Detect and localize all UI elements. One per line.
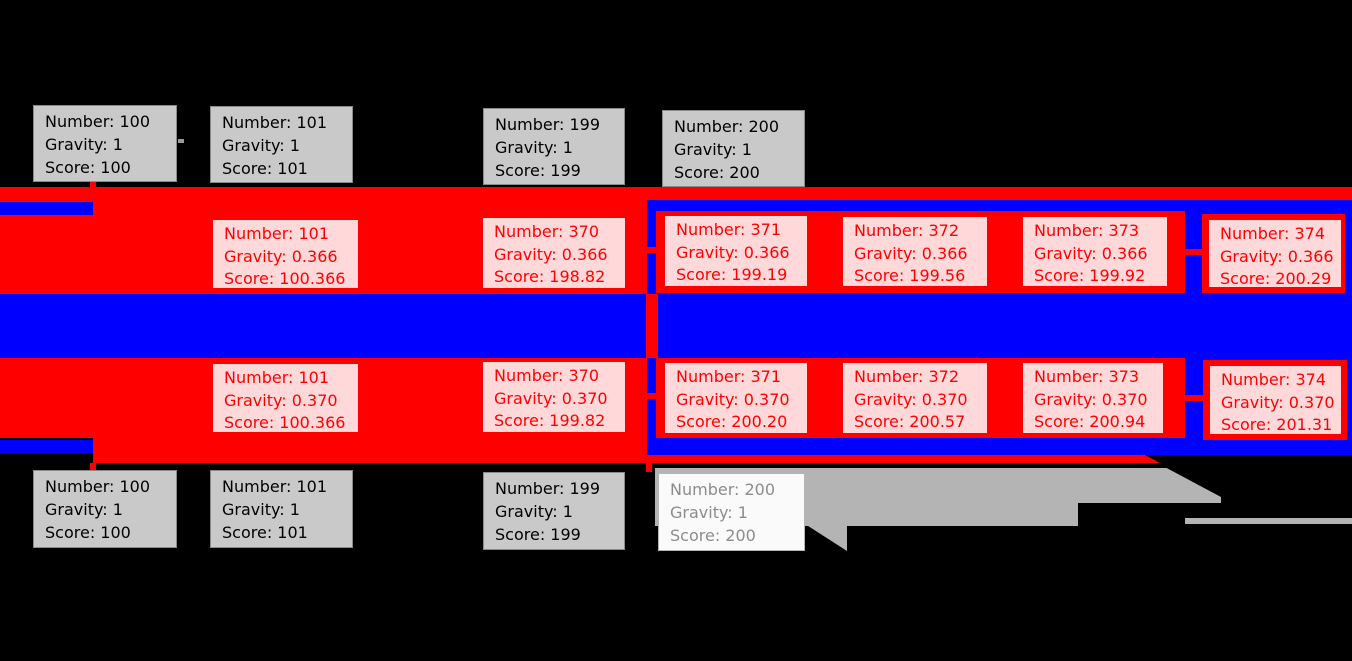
node-gravity: Gravity: 1 (222, 136, 300, 155)
node-number: Number: 101 (224, 224, 330, 243)
node-score: Score: 101 (222, 523, 308, 542)
node-gravity: Gravity: 0.366 (224, 246, 338, 266)
red-dash-g366-370-371 (645, 247, 660, 253)
blue-band-middle (0, 294, 647, 358)
node-number: Number: 100 (45, 112, 151, 131)
node-number: Number: 372 (854, 221, 960, 240)
node-g366-371: Number: 371 Gravity: 0.366 Score: 199.19 (665, 216, 807, 286)
node-number: Number: 371 (676, 367, 782, 386)
node-g366-370: Number: 370 Gravity: 0.366 Score: 198.82 (483, 218, 625, 288)
node-score: Score: 199 (495, 525, 581, 544)
node-g370-371: Number: 371 Gravity: 0.370 Score: 200.20 (665, 363, 807, 433)
node-top-100: Number: 100 Gravity: 1 Score: 100 (33, 105, 177, 182)
node-gravity: Gravity: 0.366 (676, 242, 790, 262)
node-score: Score: 100.366 (224, 413, 346, 432)
node-gravity: Gravity: 0.366 (1220, 246, 1334, 266)
node-score: Score: 198.82 (494, 267, 606, 286)
node-number: Number: 101 (222, 113, 328, 132)
node-bottom-199: Number: 199 Gravity: 1 Score: 199 (483, 472, 625, 550)
node-bottom-200: Number: 200 Gravity: 1 Score: 200 (658, 473, 805, 551)
node-gravity: Gravity: 1 (495, 502, 573, 521)
node-score: Score: 101 (222, 159, 308, 178)
node-number: Number: 370 (494, 366, 600, 385)
node-number: Number: 200 (670, 480, 776, 499)
node-g370-101: Number: 101 Gravity: 0.370 Score: 100.36… (213, 364, 358, 432)
red-tick-bottom-box100 (90, 463, 96, 471)
node-gravity: Gravity: 1 (670, 503, 748, 522)
node-gravity: Gravity: 0.370 (494, 388, 608, 408)
blue-strip-bottom-left (0, 440, 93, 453)
red-tick-top-box100 (90, 176, 96, 189)
node-number: Number: 199 (495, 479, 601, 498)
blue-strip-top-left (0, 202, 93, 215)
node-top-199: Number: 199 Gravity: 1 Score: 199 (483, 108, 625, 185)
node-gravity: Gravity: 0.366 (494, 244, 608, 264)
node-gravity: Gravity: 0.366 (854, 243, 968, 263)
node-top-200: Number: 200 Gravity: 1 Score: 200 (662, 110, 805, 187)
node-g370-374: Number: 374 Gravity: 0.370 Score: 201.31 (1210, 366, 1341, 434)
node-number: Number: 370 (494, 222, 600, 241)
node-score: Score: 200.94 (1034, 412, 1146, 431)
node-score: Score: 200.20 (676, 412, 788, 431)
node-top-101: Number: 101 Gravity: 1 Score: 101 (210, 106, 353, 183)
node-g370-370: Number: 370 Gravity: 0.370 Score: 199.82 (483, 362, 625, 432)
node-score: Score: 201.31 (1221, 415, 1333, 434)
red-lane-g370-left (0, 358, 93, 438)
node-gravity: Gravity: 0.370 (1221, 392, 1335, 412)
node-score: Score: 100 (45, 523, 131, 542)
node-gravity: Gravity: 1 (45, 135, 123, 154)
node-score: Score: 200 (670, 526, 756, 545)
gray-ribbon-tail (805, 524, 847, 551)
red-tick-bottom-mid (646, 463, 652, 472)
node-score: Score: 199.56 (854, 266, 966, 285)
node-number: Number: 373 (1034, 221, 1140, 240)
red-band-bottom (93, 455, 1160, 463)
node-score: Score: 199 (495, 161, 581, 180)
node-gravity: Gravity: 0.370 (676, 389, 790, 409)
node-g366-373: Number: 373 Gravity: 0.366 Score: 199.92 (1023, 217, 1167, 286)
node-g366-372: Number: 372 Gravity: 0.366 Score: 199.56 (843, 217, 987, 286)
node-score: Score: 200.29 (1220, 269, 1332, 287)
red-dash-g366-373-374 (1185, 249, 1202, 255)
node-gravity: Gravity: 0.370 (224, 390, 338, 410)
node-number: Number: 101 (222, 477, 328, 496)
node-score: Score: 199.82 (494, 411, 606, 430)
node-score: Score: 100 (45, 158, 131, 177)
node-gravity: Gravity: 1 (674, 140, 752, 159)
node-bottom-100: Number: 100 Gravity: 1 Score: 100 (33, 470, 177, 548)
node-number: Number: 374 (1220, 224, 1326, 243)
node-g366-101: Number: 101 Gravity: 0.366 Score: 100.36… (213, 220, 358, 288)
gray-dash-top-100-101 (178, 139, 184, 143)
node-number: Number: 200 (674, 117, 780, 136)
node-score: Score: 200.57 (854, 412, 966, 431)
node-gravity: Gravity: 1 (495, 138, 573, 157)
node-score: Score: 199.19 (676, 265, 788, 284)
node-score: Score: 200 (674, 163, 760, 182)
gray-ribbon-strip-right (1185, 518, 1352, 524)
node-gravity: Gravity: 1 (222, 500, 300, 519)
node-bottom-101: Number: 101 Gravity: 1 Score: 101 (210, 470, 353, 548)
red-connector-vertical (646, 294, 658, 358)
node-gravity: Gravity: 0.366 (1034, 243, 1148, 263)
node-number: Number: 371 (676, 220, 782, 239)
red-dash-g370-373-374 (1185, 395, 1203, 401)
node-gravity: Gravity: 1 (45, 500, 123, 519)
red-band-top (0, 187, 1352, 200)
node-gravity: Gravity: 0.370 (854, 389, 968, 409)
node-number: Number: 374 (1221, 370, 1327, 389)
gray-ribbon-taper (1078, 468, 1221, 503)
node-gravity: Gravity: 0.370 (1034, 389, 1148, 409)
node-score: Score: 100.366 (224, 269, 346, 288)
node-g370-372: Number: 372 Gravity: 0.370 Score: 200.57 (843, 363, 987, 433)
node-number: Number: 100 (45, 477, 151, 496)
node-g370-373: Number: 373 Gravity: 0.370 Score: 200.94 (1023, 363, 1163, 433)
node-number: Number: 372 (854, 367, 960, 386)
red-dash-g370-370-371 (645, 393, 660, 399)
node-number: Number: 101 (224, 368, 330, 387)
node-g366-374: Number: 374 Gravity: 0.366 Score: 200.29 (1209, 220, 1341, 287)
node-number: Number: 199 (495, 115, 601, 134)
node-number: Number: 373 (1034, 367, 1140, 386)
node-score: Score: 199.92 (1034, 266, 1146, 285)
